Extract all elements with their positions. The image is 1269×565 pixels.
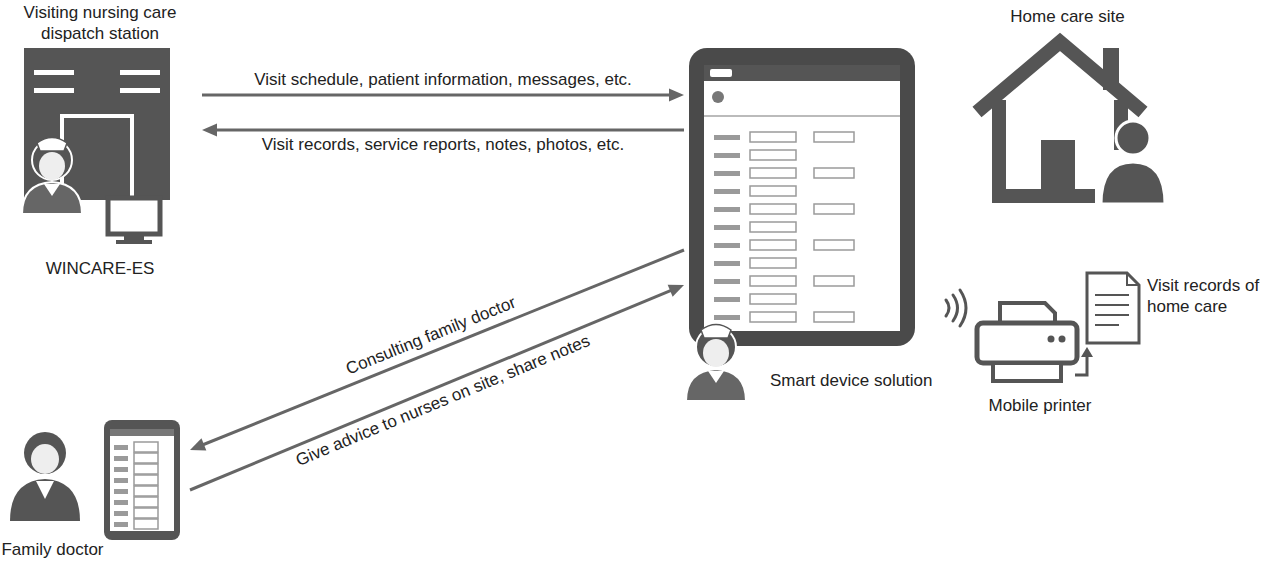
smart-device-icon [684,45,959,405]
edge-label: Visit records, service reports, notes, p… [259,135,628,155]
edge-label: Give advice to nurses on site, share not… [290,330,596,472]
arrow-connector [190,250,684,450]
device-label: Smart device solution [770,370,933,391]
printer-label: Mobile printer [965,395,1115,416]
home-care-site-icon [955,0,1180,210]
home-care-site: Home care site [955,0,1182,210]
family-doctor: Family doctor [0,415,190,563]
arrow-connector [202,89,684,102]
edge-label: Visit schedule, patient information, mes… [251,70,635,90]
system-name: WINCARE-ES [0,258,200,279]
station-title: Visiting nursing care dispatch station [0,2,200,44]
smart-device: Smart device solution [684,45,959,405]
arrow-connector [190,285,684,490]
site-label: Home care site [955,6,1180,27]
doctor-label: Family doctor [0,539,105,560]
mobile-printer: Mobile printer [965,255,1145,420]
mobile-printer-icon [965,255,1145,420]
dispatch-station-icon [0,0,200,290]
dispatch-station: Visiting nursing care dispatch stationWI… [0,0,202,290]
output-label: Visit records of home care [1147,275,1263,317]
edge-label: Consulting family doctor [341,292,522,381]
